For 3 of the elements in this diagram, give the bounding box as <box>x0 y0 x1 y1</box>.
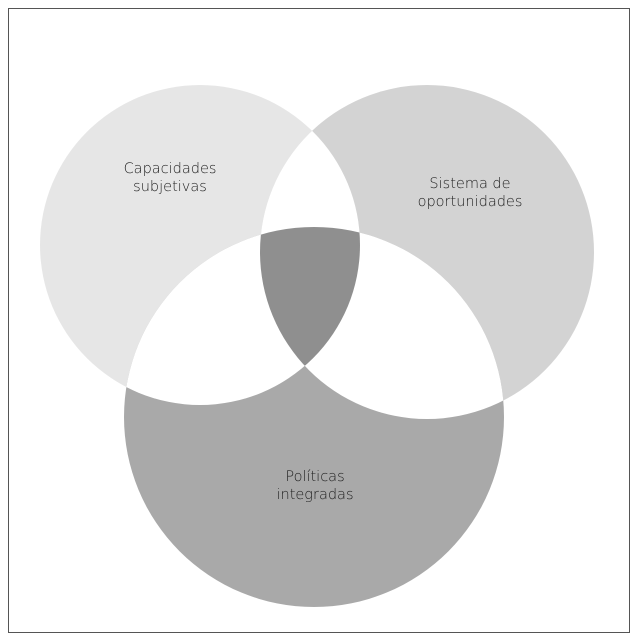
circle-label: Capacidades subjetivas <box>105 160 235 196</box>
circle-label: Políticas integradas <box>265 468 365 504</box>
circle-label: Sistema de oportunidades <box>405 175 535 212</box>
